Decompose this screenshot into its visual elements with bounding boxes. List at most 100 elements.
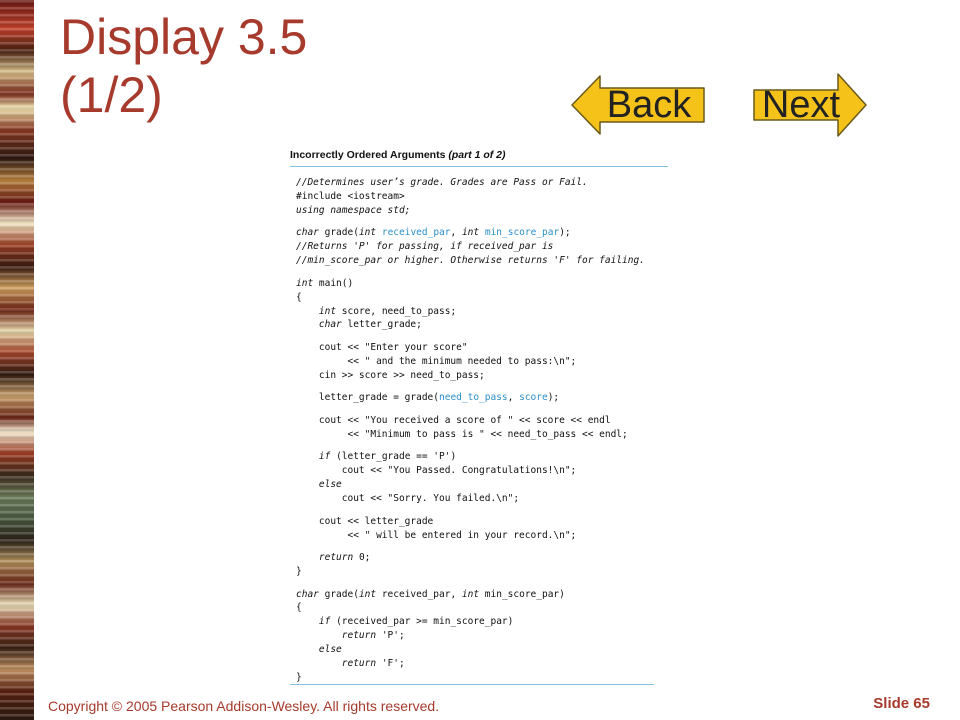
slide-number: Slide 65 xyxy=(873,695,930,712)
code-text: main() xyxy=(313,277,354,289)
code-text: (received_par >= min_score_par) xyxy=(330,616,514,628)
code-text: if xyxy=(318,451,331,463)
code-line: } xyxy=(296,671,645,685)
code-line: { xyxy=(296,291,645,305)
code-line: //Returns 'P' for passing, if received_p… xyxy=(296,240,645,254)
figure-title-main: Incorrectly Ordered Arguments xyxy=(290,149,446,161)
figure-bottom-rule xyxy=(290,684,654,685)
code-text: int xyxy=(358,227,377,239)
code-line: cout << letter_grade xyxy=(296,515,645,529)
code-text: , xyxy=(507,392,520,404)
code-line: int score, need_to_pass; xyxy=(296,305,645,319)
code-line: //Determines user’s grade. Grades are Pa… xyxy=(296,176,645,190)
code-text: ); xyxy=(547,392,560,404)
code-text: } xyxy=(296,565,302,577)
code-line xyxy=(296,579,645,588)
code-text: << " and the minimum needed to pass:\n"; xyxy=(296,355,577,367)
code-text: int xyxy=(296,277,314,289)
code-line: return 'F'; xyxy=(296,657,645,671)
code-text: cout << "You Passed. Congratulations!\n"… xyxy=(296,465,577,477)
code-text: char xyxy=(296,227,319,239)
next-button[interactable]: Next xyxy=(752,72,868,138)
code-text: , xyxy=(450,227,462,239)
code-text: else xyxy=(318,479,342,491)
code-line: if (received_par >= min_score_par) xyxy=(296,615,645,629)
code-text: cout << letter_grade xyxy=(296,515,434,527)
code-text: //Returns 'P' for passing, if received_p… xyxy=(296,241,554,253)
code-text: << " will be entered in your record.\n"; xyxy=(296,529,577,541)
code-text: char xyxy=(296,588,319,600)
code-text xyxy=(296,658,342,669)
code-listing: //Determines user’s grade. Grades are Pa… xyxy=(296,176,645,685)
code-line: cout << "Enter your score" xyxy=(296,341,645,355)
code-text xyxy=(296,319,319,330)
code-text: int xyxy=(318,305,337,317)
figure-top-rule xyxy=(290,166,668,167)
code-highlight: score xyxy=(519,392,548,404)
figure-title-sub: (part 1 of 2) xyxy=(448,149,506,161)
code-text: letter_grade; xyxy=(341,319,422,331)
code-text: 'F'; xyxy=(376,658,405,670)
back-button[interactable]: Back xyxy=(570,74,706,136)
code-text: cin >> score >> need_to_pass; xyxy=(296,369,485,381)
code-text: //Determines user’s grade. Grades are Pa… xyxy=(296,177,588,188)
code-text: return xyxy=(318,552,354,564)
figure-title: Incorrectly Ordered Arguments (part 1 of… xyxy=(290,144,668,166)
code-text: 'P'; xyxy=(376,630,405,642)
code-text: int xyxy=(358,588,377,600)
code-text: { xyxy=(296,602,302,614)
code-line: else xyxy=(296,643,645,657)
code-text xyxy=(296,630,342,641)
code-line: << " and the minimum needed to pass:\n"; xyxy=(296,355,645,369)
code-line xyxy=(296,268,645,277)
code-line: //min_score_par or higher. Otherwise ret… xyxy=(296,254,645,268)
code-text: cout << "Enter your score" xyxy=(296,341,468,353)
code-line: cout << "You Passed. Congratulations!\n"… xyxy=(296,464,645,478)
code-line xyxy=(296,332,645,341)
decorative-side-strip xyxy=(0,0,34,720)
code-line: else xyxy=(296,478,645,492)
code-text: else xyxy=(318,644,342,656)
code-highlight: received_par xyxy=(381,227,451,239)
code-line: cout << "Sorry. You failed.\n"; xyxy=(296,492,645,506)
code-line: int main() xyxy=(296,277,645,291)
code-text: using namespace std; xyxy=(296,204,411,216)
code-text: int xyxy=(461,227,480,239)
code-text: } xyxy=(296,671,302,683)
code-text: char xyxy=(318,319,342,331)
slide-title-line-1: Display 3.5 xyxy=(60,9,308,65)
next-button-label: Next xyxy=(761,83,841,126)
code-text xyxy=(296,451,319,462)
code-text: letter_grade = grade( xyxy=(296,392,439,404)
code-line xyxy=(296,383,645,392)
code-text: 0; xyxy=(353,552,371,564)
code-line: << "Minimum to pass is " << need_to_pass… xyxy=(296,428,645,442)
code-text: int xyxy=(461,588,480,600)
code-text: grade( xyxy=(318,588,359,600)
code-text: { xyxy=(296,291,302,303)
code-text: min_score_par) xyxy=(479,588,565,600)
code-text: (letter_grade == 'P') xyxy=(330,451,457,463)
code-line: << " will be entered in your record.\n"; xyxy=(296,529,645,543)
code-line xyxy=(296,405,645,414)
code-text: return xyxy=(341,630,377,642)
code-line: } xyxy=(296,565,645,579)
code-line: if (letter_grade == 'P') xyxy=(296,450,645,464)
right-arrow-icon xyxy=(753,73,867,137)
code-line xyxy=(296,218,645,227)
code-line: return 'P'; xyxy=(296,629,645,643)
copyright-notice: Copyright © 2005 Pearson Addison-Wesley.… xyxy=(48,698,440,714)
code-line: char letter_grade; xyxy=(296,318,645,332)
code-text: #include <iostream> xyxy=(296,190,405,202)
code-line: #include <iostream> xyxy=(296,190,645,204)
code-text: ); xyxy=(559,227,571,239)
code-text: score, need_to_pass; xyxy=(336,305,457,317)
code-text: return xyxy=(341,658,377,670)
code-line: using namespace std; xyxy=(296,204,645,218)
code-text xyxy=(296,644,319,655)
code-line: return 0; xyxy=(296,551,645,565)
code-text xyxy=(296,616,319,627)
code-text: received_par, xyxy=(376,588,462,600)
code-figure: Incorrectly Ordered Arguments (part 1 of… xyxy=(290,144,668,683)
back-button-label: Back xyxy=(606,83,692,126)
